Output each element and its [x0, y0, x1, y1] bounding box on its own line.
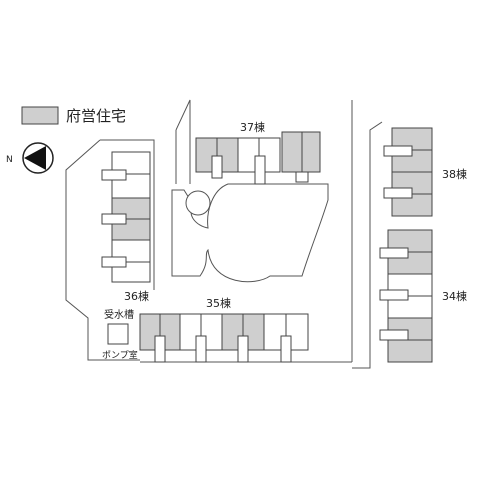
left-block-boundary — [100, 139, 155, 290]
label-34: 34棟 — [442, 289, 467, 303]
legend-swatch — [21, 106, 59, 125]
stair-35a — [154, 335, 166, 363]
legend: 府営住宅 — [21, 106, 126, 125]
water-tank-label: 受水槽 — [104, 308, 134, 321]
legend-label: 府営住宅 — [66, 107, 126, 125]
pond — [185, 190, 211, 216]
road-west — [175, 99, 191, 184]
stair-35c — [237, 335, 249, 363]
left-site-boundary — [65, 139, 140, 361]
stair-37a — [211, 155, 223, 179]
facilities: 受水槽 ポンプ室 — [102, 308, 138, 361]
stair-36b — [101, 213, 127, 225]
label-38: 38棟 — [442, 167, 467, 181]
stair-36a — [101, 169, 127, 181]
roads — [65, 99, 383, 369]
road-east-right — [352, 121, 383, 369]
building-38: 38棟 — [383, 127, 467, 217]
water-tank — [107, 323, 129, 345]
stair-34b — [379, 289, 409, 301]
building-37: 37棟 — [195, 120, 321, 185]
north-arrow-icon: N — [6, 142, 54, 174]
stair-36c — [101, 256, 127, 268]
building-36: 36棟 — [101, 151, 151, 303]
central-open-space — [171, 183, 329, 283]
stair-38a — [383, 145, 413, 157]
building-34: 34棟 — [379, 229, 467, 363]
stair-35d — [280, 335, 292, 363]
stair-34c — [379, 329, 409, 341]
stair-37b — [254, 155, 266, 185]
pump-room-label: ポンプ室 — [102, 349, 138, 361]
label-36: 36棟 — [124, 289, 149, 303]
central-park — [171, 183, 329, 283]
stair-38b — [383, 187, 413, 199]
stair-37c — [295, 171, 309, 183]
label-35: 35棟 — [206, 296, 231, 310]
stair-35b — [195, 335, 207, 363]
building-35: 35棟 — [139, 296, 309, 363]
compass-label: N — [6, 155, 13, 165]
label-37: 37棟 — [240, 120, 265, 134]
stair-34a — [379, 247, 409, 259]
